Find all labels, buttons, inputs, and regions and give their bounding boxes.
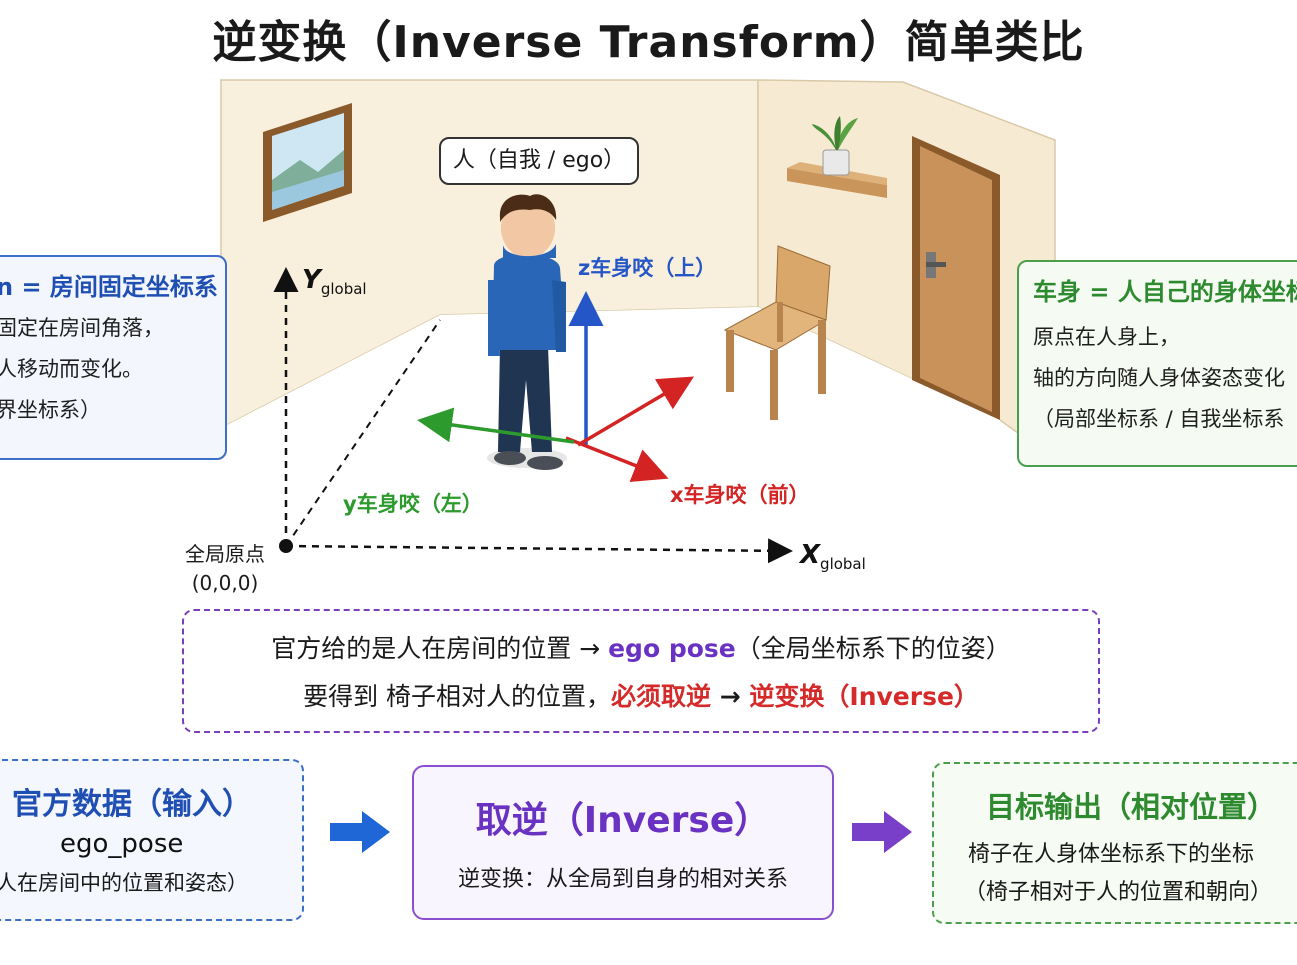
global-frame-line: 人移动而变化。 — [0, 357, 143, 381]
x-body-axis-label: x车身咬（前） — [670, 483, 810, 507]
arrow-right-icon — [330, 811, 390, 853]
body-axes — [417, 291, 695, 482]
output-title: 目标输出（相对位置） — [986, 790, 1277, 824]
input-ego-pose: ego_pose — [60, 829, 184, 859]
x-global-axis-label: Xglobal — [800, 540, 866, 574]
input-box: 官方数据（输入） ego_pose 人在房间中的位置和姿态） — [0, 759, 304, 921]
floor — [221, 307, 1000, 600]
global-frame-line: 固定在房间角落， — [0, 316, 164, 340]
inverse-title: 取逆（Inverse） — [475, 800, 771, 841]
global-origin-label: 全局原点 (0,0,0) — [170, 540, 280, 598]
output-line-2: （椅子相对于人的位置和朝向） — [964, 880, 1273, 905]
output-line-1: 椅子在人身体坐标系下的坐标 — [968, 842, 1255, 867]
origin-coords: (0,0,0) — [191, 571, 259, 595]
global-frame-title: n = 房间固定坐标系 — [0, 273, 218, 301]
door — [912, 136, 1000, 420]
global-frame-box: n = 房间固定坐标系 固定在房间角落， 人移动而变化。 界坐标系） — [0, 255, 227, 460]
explanation-row-2: 要得到 椅子相对人的位置，必须取逆 → 逆变换（Inverse） — [303, 682, 979, 711]
body-frame-line: （局部坐标系 / 自我坐标系 — [1033, 407, 1285, 431]
output-box: 目标输出（相对位置） 椅子在人身体坐标系下的坐标 （椅子相对于人的位置和朝向） — [932, 762, 1297, 924]
body-frame-title: 车身 = 人自己的身体坐标 — [1033, 278, 1297, 306]
y-global-axis-label: Yglobal — [302, 265, 367, 299]
chair — [723, 245, 831, 420]
ego-label: 人（自我 / ego） — [439, 137, 639, 185]
z-body-axis-label: z车身咬（上） — [578, 256, 717, 280]
input-title: 官方数据（输入） — [12, 787, 252, 822]
body-frame-line: 轴的方向随人身体姿态变化 — [1033, 366, 1285, 390]
origin-name: 全局原点 — [185, 542, 265, 566]
person-ego — [487, 194, 567, 470]
inverse-description: 逆变换：从全局到自身的相对关系 — [457, 867, 788, 892]
global-axes — [273, 267, 793, 564]
explanation-row-1: 官方给的是人在房间的位置 → ego pose（全局坐标系下的位姿） — [271, 634, 1011, 663]
wall-shelf-plant — [787, 116, 887, 198]
y-body-axis-label: y车身咬（左） — [343, 492, 483, 516]
body-frame-line: 原点在人身上， — [1033, 325, 1180, 349]
explanation-box: 官方给的是人在房间的位置 → ego pose（全局坐标系下的位姿） 要得到 椅… — [182, 609, 1100, 733]
arrow-right-icon — [852, 811, 912, 853]
inverse-box: 取逆（Inverse） 逆变换：从全局到自身的相对关系 — [412, 765, 834, 920]
page-title: 逆变换（Inverse Transform）简单类比 — [212, 17, 1085, 68]
wall-painting — [263, 103, 352, 222]
body-frame-box: 车身 = 人自己的身体坐标 原点在人身上， 轴的方向随人身体姿态变化 （局部坐标… — [1017, 260, 1297, 467]
global-frame-line: 界坐标系） — [0, 398, 101, 422]
flow-arrows — [330, 811, 912, 853]
global-origin-point — [279, 539, 293, 553]
input-description: 人在房间中的位置和姿态） — [0, 871, 248, 895]
